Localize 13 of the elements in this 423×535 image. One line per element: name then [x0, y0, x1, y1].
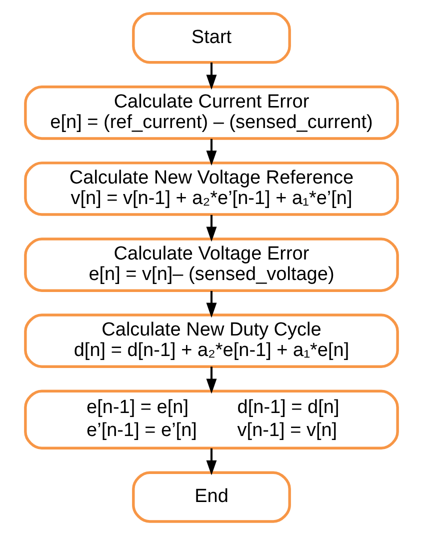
node-box: Calculate Current Error e[n] = (ref_current) – (sensed_current)	[24, 86, 399, 140]
node-box: Start	[132, 12, 291, 64]
arrow	[206, 214, 217, 242]
arrow	[206, 290, 217, 318]
node-box: Calculate New Voltage Reference v[n] = v[n-1] + a₂*e’[n-1] + a₁*e’[n]	[24, 162, 399, 216]
arrow	[206, 138, 217, 166]
node-box: Calculate New Duty Cycle d[n] = d[n-1] + a₂*e[n-1] + a₁*e[n]	[24, 314, 399, 368]
node-box: End	[132, 471, 291, 523]
arrow	[206, 366, 217, 394]
node-box: e[n-1] = e[n] d[n-1] = d[n] e’[n-1] = e’[n] v[n-1] = v[n]	[24, 390, 399, 450]
arrow	[206, 448, 217, 476]
arrow	[206, 62, 217, 90]
node-box: Calculate Voltage Error e[n] = v[n]– (sensed_voltage)	[24, 238, 399, 292]
